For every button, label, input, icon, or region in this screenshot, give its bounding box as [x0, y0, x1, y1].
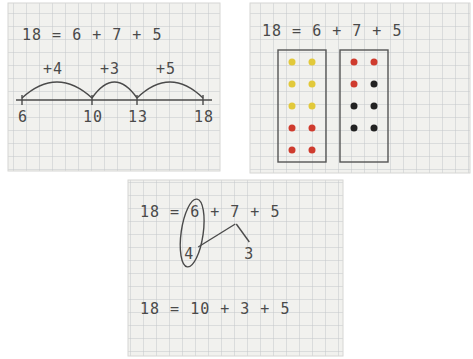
split-line [198, 224, 235, 247]
jump-label: +3 [100, 60, 120, 78]
photo-panel [128, 180, 343, 356]
equation: 18 = 6 + 7 + 5 [140, 203, 280, 221]
jump-label: +5 [156, 60, 176, 78]
tick-label: 6 [18, 108, 28, 126]
equation: 18 = 6 + 7 + 5 [22, 26, 162, 44]
tick-label: 13 [128, 108, 148, 126]
split-part: 4 [184, 245, 194, 263]
tick-label: 18 [194, 108, 214, 126]
split-part: 3 [244, 245, 254, 263]
number-line [16, 82, 212, 105]
equation: 18 = 6 + 7 + 5 [262, 22, 402, 40]
split-line [236, 224, 249, 242]
tick-label: 10 [83, 108, 103, 126]
jump-label: +4 [43, 60, 63, 78]
ten-frames [278, 50, 388, 162]
equation: 18 = 10 + 3 + 5 [140, 300, 290, 318]
photo-panel [8, 3, 220, 171]
photo-panel [250, 3, 470, 173]
